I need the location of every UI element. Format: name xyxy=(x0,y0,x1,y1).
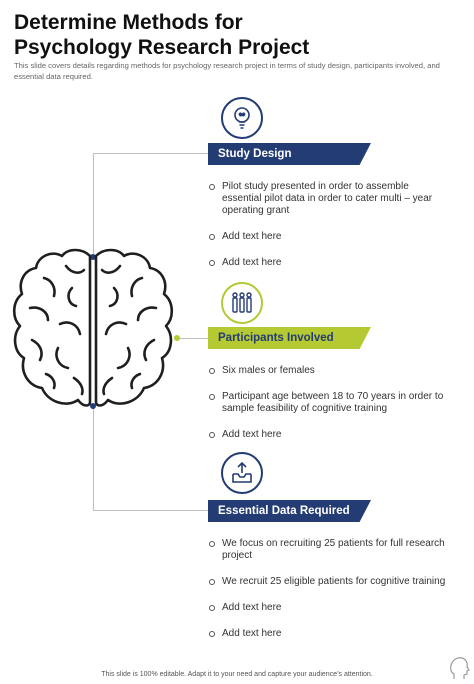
list-item: Add text here xyxy=(208,628,448,640)
section-study-design-list: Pilot study presented in order to assemb… xyxy=(208,181,448,283)
section-essential-data-banner: Essential Data Required xyxy=(208,500,371,522)
list-item: Six males or females xyxy=(208,365,448,377)
page-title: Determine Methods for Psychology Researc… xyxy=(14,10,454,60)
footer-note: This slide is 100% editable. Adapt it to… xyxy=(101,671,373,678)
people-icon xyxy=(221,282,263,324)
connector-line-bottom xyxy=(93,406,94,510)
section-participants-banner: Participants Involved xyxy=(208,327,371,349)
section-study-design-banner: Study Design xyxy=(208,143,371,165)
list-item: Add text here xyxy=(208,231,448,243)
connector-line-middle xyxy=(176,338,208,339)
connector-line-bottom-horizontal xyxy=(93,510,208,511)
page-title-line-1: Determine Methods for xyxy=(14,11,243,34)
list-item: Pilot study presented in order to assemb… xyxy=(208,181,448,217)
upload-folder-icon xyxy=(221,452,263,494)
brain-icon xyxy=(12,248,174,407)
connector-line-top xyxy=(93,153,94,257)
connector-dot-bottom xyxy=(90,403,96,409)
head-profile-icon xyxy=(450,657,470,679)
list-item: Add text here xyxy=(208,602,448,614)
connector-line-top-horizontal xyxy=(93,153,208,154)
brain-bulb-icon xyxy=(221,97,263,139)
page-subtitle: This slide covers details regarding meth… xyxy=(14,61,440,81)
list-item: Participant age between 18 to 70 years i… xyxy=(208,391,448,415)
connector-dot-top xyxy=(90,254,96,260)
list-item: We focus on recruiting 25 patients for f… xyxy=(208,538,448,562)
section-essential-data-list: We focus on recruiting 25 patients for f… xyxy=(208,538,448,654)
list-item: Add text here xyxy=(208,429,448,441)
list-item: Add text here xyxy=(208,257,448,269)
section-participants-list: Six males or females Participant age bet… xyxy=(208,365,448,455)
page-title-line-2: Psychology Research Project xyxy=(14,36,310,59)
list-item: We recruit 25 eligible patients for cogn… xyxy=(208,576,448,588)
connector-dot-middle xyxy=(174,335,180,341)
